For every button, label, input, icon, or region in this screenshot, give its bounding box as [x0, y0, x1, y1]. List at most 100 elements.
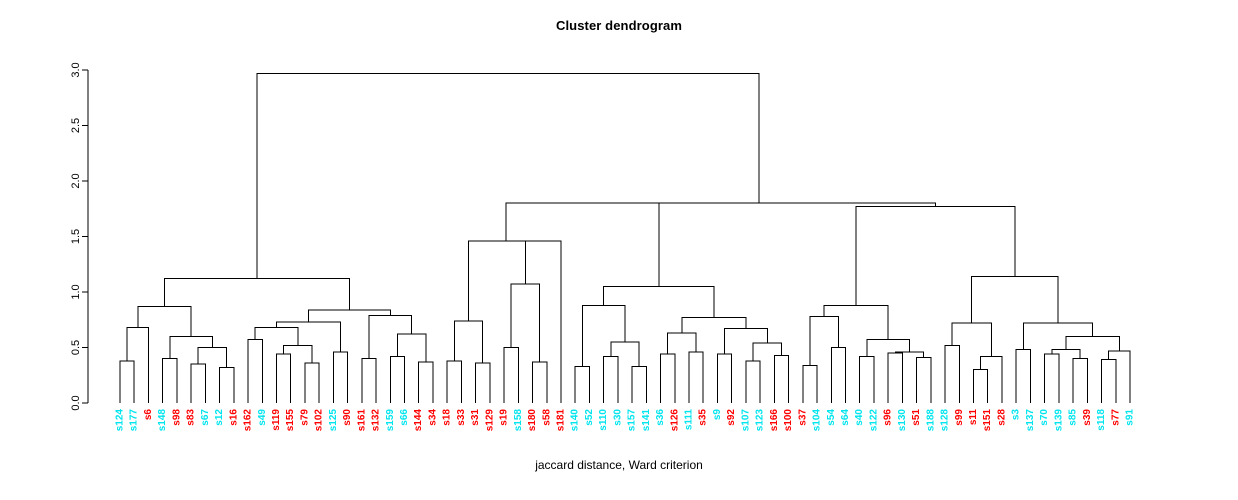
leaf-label: s30 [612, 409, 623, 426]
dendrogram-branch [855, 206, 1016, 306]
leaf-label: s54 [826, 409, 837, 426]
leaf-label: s31 [470, 409, 481, 426]
dendrogram-branch [475, 362, 491, 403]
leaf-label: s126 [669, 409, 680, 432]
dendrogram-branch [332, 351, 349, 403]
leaf-label: s40 [854, 409, 865, 426]
dendrogram-branch [802, 364, 818, 403]
dendrogram-branch [468, 240, 544, 321]
dendrogram-branch [275, 321, 341, 352]
leaf-label: s104 [812, 409, 823, 432]
leaf-label: s181 [555, 409, 566, 432]
leaf-label: s162 [243, 409, 254, 432]
leaf-label: s3 [1011, 409, 1022, 421]
dendrogram-branch [973, 369, 989, 403]
leaf-label: s100 [783, 409, 794, 432]
dendrogram-branch [681, 317, 747, 334]
leaf-label: s148 [157, 409, 168, 432]
dendrogram-branch [190, 363, 206, 403]
dendrogram-branch [361, 358, 377, 403]
leaf-label: s118 [1096, 409, 1107, 431]
leaf-label: s180 [527, 409, 538, 432]
leaf-label: s140 [570, 409, 581, 432]
y-axis-tick-label: 2.5 [70, 118, 82, 133]
dendrogram-branch [916, 356, 932, 403]
dendrogram-branch [510, 283, 541, 362]
leaf-label: s52 [584, 409, 595, 426]
dendrogram-branch [603, 355, 619, 403]
dendrogram-branch [275, 353, 292, 403]
dendrogram-branches [119, 72, 1131, 403]
x-axis-caption: jaccard distance, Ward criterion [535, 458, 703, 472]
y-axis-tick-label: 1.0 [70, 284, 82, 299]
leaf-label: s128 [940, 409, 951, 432]
dendrogram-branch [532, 361, 548, 403]
leaf-label: s122 [868, 409, 879, 432]
leaf-label: s166 [769, 409, 780, 432]
leaf-label: s124 [115, 409, 126, 432]
dendrogram-branch [219, 366, 235, 403]
dendrogram-branch [603, 285, 715, 318]
leaf-label: s39 [1082, 409, 1093, 426]
leaf-label: s161 [356, 409, 367, 432]
leaf-label: s132 [371, 409, 382, 432]
leaf-label: s6 [143, 409, 154, 421]
leaf-label: s141 [641, 409, 652, 432]
dendrogram-branch [1065, 335, 1120, 351]
dendrogram-branch [667, 332, 697, 355]
dendrogram-branch [446, 360, 462, 403]
leaf-label: s58 [541, 409, 552, 426]
leaf-label: s90 [342, 409, 353, 426]
dendrogram-branch [162, 358, 178, 403]
dendrogram-branch [773, 354, 790, 403]
leaf-label: s96 [883, 409, 894, 426]
leaf-label: s139 [1053, 409, 1064, 432]
leaf-label: s111 [684, 409, 695, 431]
dendrogram-branch [582, 202, 937, 207]
dendrogram-branch [951, 322, 992, 357]
dendrogram-branch [944, 344, 960, 403]
dendrogram-branch [254, 327, 299, 346]
dendrogram-branch [418, 361, 434, 403]
dendrogram-branch [809, 315, 839, 366]
dendrogram-branch [859, 355, 875, 403]
leaf-label: s34 [427, 409, 438, 426]
leaf-label: s110 [598, 409, 609, 431]
dendrogram-branch [830, 347, 846, 403]
y-axis: 0.00.51.01.52.02.53.0 [70, 62, 89, 411]
dendrogram-branch [163, 278, 350, 310]
dendrogram-branch [971, 275, 1059, 324]
dendrogram-branch [256, 72, 760, 279]
leaf-label: s157 [627, 409, 638, 432]
dendrogram-branch [1101, 359, 1117, 403]
leaf-label: s91 [1125, 409, 1136, 426]
leaf-label: s85 [1068, 409, 1079, 426]
leaf-label: s159 [385, 409, 396, 432]
leaf-label: s107 [740, 409, 751, 432]
dendrogram-branch [453, 320, 484, 364]
leaf-label: s92 [726, 409, 737, 426]
leaf-label: s79 [299, 409, 310, 426]
dendrogram-branch [1015, 349, 1031, 403]
y-axis-tick-label: 1.5 [70, 229, 82, 244]
dendrogram-branch [574, 365, 590, 403]
leaf-label: s16 [228, 409, 239, 426]
leaf-label: s12 [214, 409, 225, 426]
dendrogram-branch [688, 351, 704, 403]
leaf-label: s9 [712, 409, 723, 421]
page-title: Cluster dendrogram [555, 18, 683, 33]
leaf-label: s99 [954, 409, 965, 426]
dendrogram-branch [980, 355, 1003, 403]
dendrogram-branch [137, 305, 192, 337]
dendrogram-branch [660, 353, 676, 403]
y-axis-tick-label: 2.0 [70, 173, 82, 188]
dendrogram-branch [724, 328, 768, 355]
dendrogram-branch [887, 352, 903, 403]
leaf-label: s77 [1110, 409, 1121, 426]
dendrogram-branch [745, 360, 761, 403]
leaf-label: s70 [1039, 409, 1050, 426]
leaf-label: s67 [200, 409, 211, 426]
leaf-label: s28 [996, 409, 1007, 426]
y-axis-tick-label: 3.0 [70, 62, 82, 77]
